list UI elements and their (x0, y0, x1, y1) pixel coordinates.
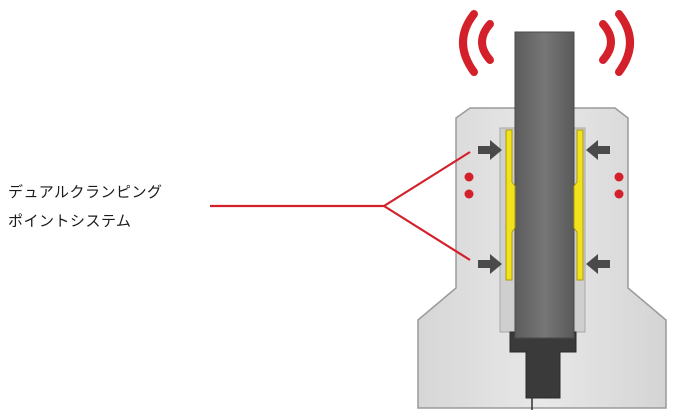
callout-label-line-2: ポイントシステム (8, 212, 132, 230)
tool-shank (514, 31, 575, 339)
vibration-wave-left-inner (478, 20, 494, 64)
arrow-right-icon-lower-left (478, 254, 502, 274)
callout-line-lower (383, 205, 471, 261)
arrow-left-icon-lower-right (586, 254, 610, 274)
clamp-sleeve-right (573, 129, 584, 281)
vibration-wave-right-inner (599, 20, 615, 64)
clamp-sleeve-left (505, 129, 516, 281)
vibration-icon (459, 10, 634, 76)
vibration-wave-right-outer (615, 10, 634, 76)
seal-dot-left-upper (464, 172, 474, 182)
callout-label: デュアルクランピング ポイントシステム (8, 178, 208, 236)
seal-dot-left-lower (464, 189, 474, 199)
arrow-right-icon-upper-left (478, 140, 502, 160)
callout-lines (210, 151, 471, 261)
callout-line-upper (383, 151, 471, 207)
seal-dot-right-lower (614, 189, 624, 199)
arrow-icon (478, 140, 610, 274)
callout-label-line-1: デュアルクランピング (8, 183, 163, 201)
seal-dot-right-upper (614, 172, 624, 182)
arrow-left-icon-upper-right (586, 140, 610, 160)
seal-dot-icon (464, 172, 624, 199)
lower-stem (509, 331, 577, 399)
vibration-wave-left-outer (459, 10, 478, 76)
